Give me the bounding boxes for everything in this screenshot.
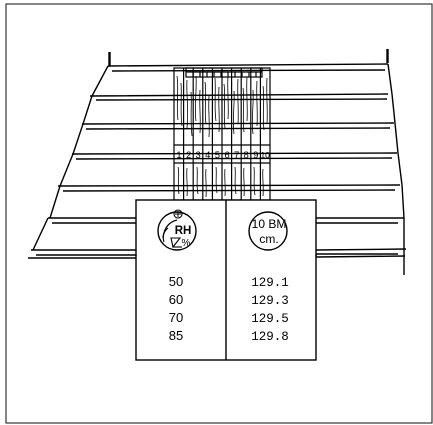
ten-bm-text: 10 BM [252,217,287,231]
rh-icon-text: RH [175,225,192,237]
rh-value-4: 85 [169,328,183,343]
wood-grain [176,75,268,198]
strip-number-9: 9 [253,150,258,161]
rh-value-2: 60 [169,292,183,307]
strip-number-7: 7 [234,150,239,161]
width-value-4: 129.8 [251,330,289,344]
width-value-2: 129.3 [251,294,289,308]
rh-values: 50 60 70 85 [169,274,183,343]
strip-number-3: 3 [196,150,201,161]
outer-border [5,3,433,424]
floor-planks [28,49,407,275]
cm-text: cm. [259,232,278,246]
side-details [108,49,389,256]
strip-number-6: 6 [224,150,229,161]
strip-number-8: 8 [244,150,249,161]
width-value-1: 129.1 [251,276,289,290]
strip-number-1: 1 [176,150,181,161]
strip-stack [173,67,271,201]
rh-value-1: 50 [169,274,183,289]
strip-number-4: 4 [205,150,210,161]
strip-number-10: 10 [260,150,270,160]
width-values: 129.1 129.3 129.5 129.8 [251,276,289,344]
strip-number-5: 5 [215,150,220,161]
rh-value-3: 70 [169,310,183,325]
rh-icon-percent: % [182,238,191,249]
humidity-table: RH % 10 BM cm. 50 60 70 85 129.1 129.3 1… [135,199,317,361]
humidity-rh-icon: RH % [157,209,197,251]
width-value-3: 129.5 [251,312,289,326]
ten-bm-icon: 10 BM cm. [248,211,288,251]
strip-number-2: 2 [186,150,191,161]
strip-number-labels: 1 2 3 4 5 6 7 8 9 10 [176,150,270,161]
